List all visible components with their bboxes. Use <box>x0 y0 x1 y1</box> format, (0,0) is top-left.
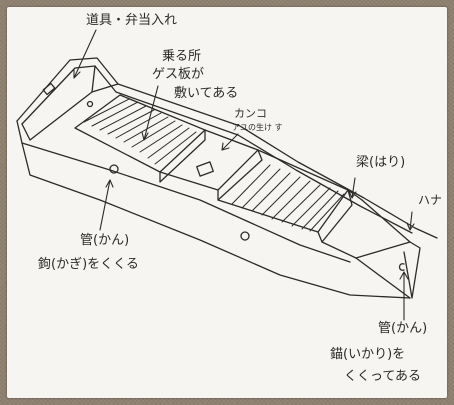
stern-plate <box>42 82 56 96</box>
stern-box <box>21 65 96 141</box>
seat-planks <box>83 98 197 165</box>
label-beam: 梁(はり) <box>356 155 406 170</box>
label-bow: ハナ <box>418 193 443 207</box>
label-anchor-line1: 錨(いかり)を <box>330 347 406 362</box>
forward-planks <box>231 164 345 232</box>
stern-inner <box>91 83 119 93</box>
label-pipe-right: 管(かん) <box>378 321 428 336</box>
bow-section <box>321 199 411 259</box>
seat-area <box>74 94 206 173</box>
hull-top-rim <box>16 57 438 239</box>
kanko-hatch <box>196 161 214 177</box>
forward-area <box>217 149 349 233</box>
label-seat-line2: ゲス板が <box>152 67 205 82</box>
beam <box>317 189 353 243</box>
label-seat-line3: 敷いてある <box>174 86 239 101</box>
label-kanko-sub: アユの生け す <box>232 123 283 132</box>
label-tools-lunchbox: 道具・弁当入れ <box>86 13 178 28</box>
bow-tip <box>403 241 421 299</box>
divider-2 <box>217 149 263 201</box>
hull-waterline <box>21 142 351 263</box>
pipe-ring-mid <box>240 231 250 241</box>
divider-1 <box>159 129 206 183</box>
pipe-ring-left <box>109 164 119 174</box>
stern-peg <box>86 100 94 108</box>
label-anchor-line2: くくってある <box>344 369 421 384</box>
hull-side <box>16 120 23 144</box>
hull-bottom <box>21 142 411 299</box>
label-kanko: カンコ <box>234 107 267 120</box>
pipe-ring-right <box>398 263 405 271</box>
label-seat-line1: 乗る所 <box>162 49 202 64</box>
bow-front <box>355 257 411 299</box>
label-hook-left: 鉤(かぎ)をくくる <box>38 257 139 272</box>
leader-arrows <box>73 29 415 321</box>
beam-top <box>347 189 363 201</box>
label-pipe-left: 管(かん) <box>80 233 130 248</box>
